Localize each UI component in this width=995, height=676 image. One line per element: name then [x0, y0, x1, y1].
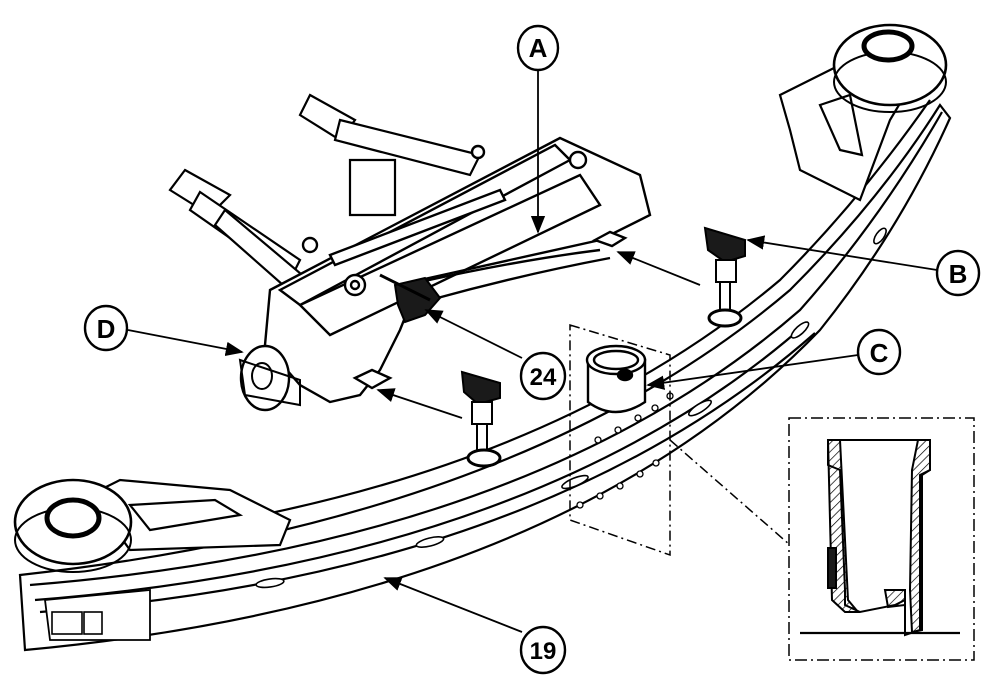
callout-a-label: A [529, 33, 548, 63]
bracket-a [263, 136, 652, 404]
section-indicator [569, 323, 791, 557]
callout-19: 19 [519, 625, 567, 675]
roller-d [238, 344, 301, 412]
left-wheel [13, 478, 133, 573]
t-bolt-left [460, 370, 502, 468]
leader-lines [127, 68, 938, 633]
t-bolt-b [703, 226, 746, 328]
callout-c: C [856, 328, 902, 376]
left-end-plate [43, 478, 292, 641]
frame-slots [255, 227, 887, 589]
callout-24: 24 [519, 351, 567, 401]
callout-b-label: B [949, 259, 968, 289]
callout-b: B [935, 249, 981, 297]
section-detail-inset [788, 417, 975, 661]
callout-a: A [516, 24, 560, 72]
sleeve-c [585, 344, 647, 414]
callout-24-label: 24 [530, 364, 557, 391]
callout-c-label: C [870, 338, 889, 368]
right-wheel [832, 23, 948, 113]
callout-d-label: D [97, 314, 116, 344]
callout-d: D [83, 304, 129, 352]
callout-19-label: 19 [530, 638, 557, 665]
direction-arrows [376, 251, 701, 419]
